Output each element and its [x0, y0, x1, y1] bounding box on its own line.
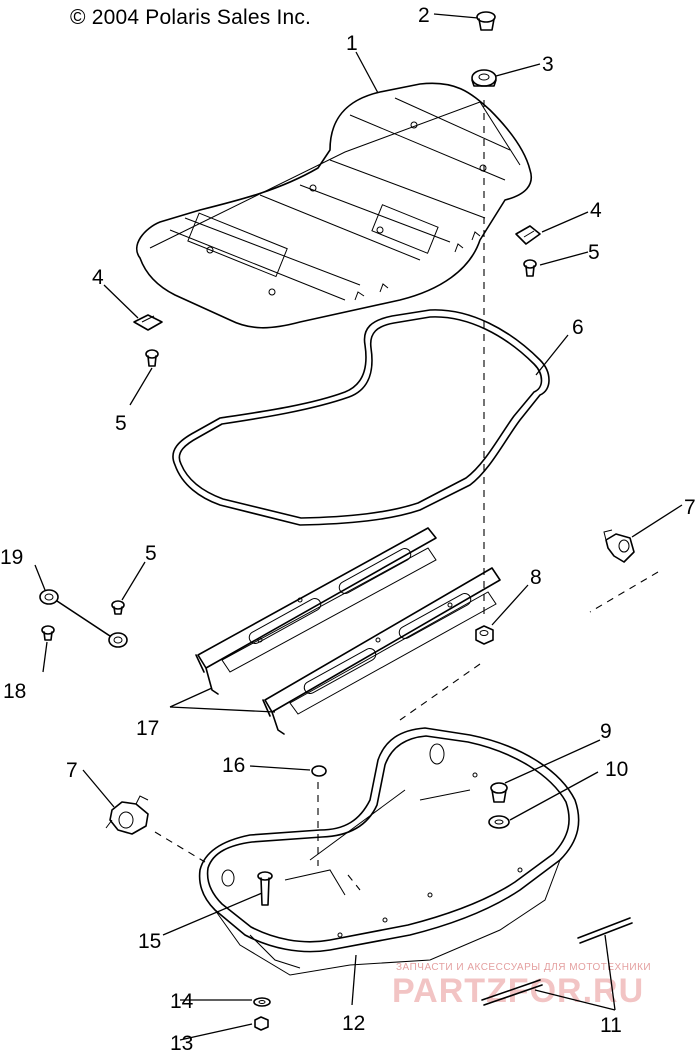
watermark-subtitle: ЗАПЧАСТИ И АКСЕССУАРЫ ДЛЯ МОТОТЕХНИКИ — [396, 962, 651, 973]
clip-part-4-left — [133, 314, 163, 331]
pins-part-11 — [481, 917, 633, 1006]
callout-19: 19 — [0, 546, 23, 569]
callout-7-left: 7 — [66, 759, 78, 782]
alignment-line-latch-right — [589, 571, 659, 613]
callout-5-left: 5 — [115, 412, 127, 435]
latch-part-7-left — [105, 795, 149, 835]
callout-11: 11 — [600, 1014, 622, 1037]
callout-14: 14 — [170, 990, 194, 1013]
callout-5-lower: 5 — [145, 542, 157, 565]
callout-10: 10 — [605, 758, 628, 781]
storage-box-part-12 — [198, 727, 580, 976]
watermark-brand: PARTZFOR.RU — [392, 972, 644, 1010]
rack-top-part — [136, 82, 532, 329]
alignment-line-latch-left — [154, 831, 206, 863]
callout-8: 8 — [530, 566, 542, 589]
leader-lines — [34, 13, 683, 1041]
callout-3: 3 — [542, 53, 554, 76]
callout-4-left: 4 — [92, 266, 104, 289]
washer-part-10 — [488, 815, 510, 829]
fastener-part-5-lower — [111, 600, 125, 615]
callout-6: 6 — [572, 316, 584, 339]
alignment-line-bracket — [399, 663, 481, 721]
callout-5-right: 5 — [588, 241, 600, 264]
callout-17: 17 — [136, 717, 159, 740]
nut-part-8 — [475, 625, 494, 645]
callout-7-right: 7 — [684, 496, 696, 519]
callout-4-right: 4 — [590, 199, 602, 222]
nut-part-13 — [254, 1016, 269, 1031]
rivet-part-18 — [41, 625, 55, 641]
fastener-part-5-left — [145, 349, 159, 367]
washer-part-14 — [253, 997, 271, 1007]
bolt-part-15 — [257, 871, 273, 906]
callout-18: 18 — [3, 680, 26, 703]
plug-part-16 — [311, 765, 327, 777]
callout-12: 12 — [342, 1012, 365, 1035]
screw-part-2 — [476, 11, 496, 31]
clip-part-4-right — [515, 225, 541, 245]
copyright-notice: © 2004 Polaris Sales Inc. — [70, 6, 312, 29]
seal-part-6 — [172, 309, 550, 526]
callout-2: 2 — [418, 4, 430, 27]
callout-16: 16 — [222, 754, 245, 777]
bracket-part-17 — [195, 527, 501, 735]
grommet-part-3 — [471, 69, 497, 87]
plug-part-9 — [490, 782, 508, 803]
latch-part-7-right — [603, 529, 635, 563]
tether-part-19 — [39, 589, 128, 648]
callout-15: 15 — [138, 930, 161, 953]
callout-13: 13 — [170, 1032, 193, 1054]
callout-1: 1 — [346, 32, 358, 55]
callout-9: 9 — [600, 720, 612, 743]
alignment-line-box — [347, 874, 361, 891]
fastener-part-5-right — [523, 259, 537, 277]
